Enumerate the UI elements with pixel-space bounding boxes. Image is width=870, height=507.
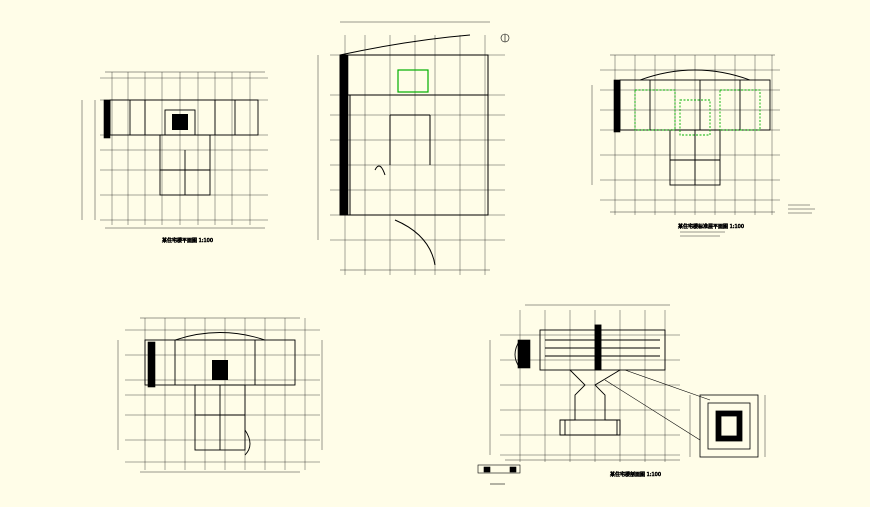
caption-plan-top-right: 某住宅楼标准层平面图 1:100 [678,223,744,230]
hatched-block [517,339,531,369]
legend-notes [788,204,815,214]
plan-top-left: 某住宅楼平面图 1:100 [81,71,268,244]
plan-bottom-left [117,317,323,473]
plan-top-center [317,21,510,275]
dimension-ticks [117,317,323,473]
grid-lines [500,310,680,462]
north-arrow-icon [500,33,510,43]
hatched-wall [339,54,349,216]
stair-core [172,114,188,130]
grid-lines [100,72,268,225]
walls [619,69,771,186]
stair-core [212,360,228,380]
plan-top-right: 某住宅楼标准层平面图 1:100 [591,54,815,237]
hatched-wall [103,99,111,139]
detail-leader-line [624,369,711,401]
hatched-wall [613,79,621,133]
grid-lines [330,35,505,275]
dimension-ticks [591,54,775,213]
dimension-ticks [81,71,265,229]
highlighted-room [397,69,429,93]
detail-leader-line [604,379,701,441]
detail-callout [689,394,766,458]
caption-subtext-lines [680,231,725,237]
caption-plan-top-left: 某住宅楼平面图 1:100 [162,237,213,244]
dimension-ticks [489,304,680,461]
grid-lines [125,318,320,470]
hatched-wall [147,341,156,388]
highlighted-zones [634,89,761,136]
caption-plan-bottom-right: 某住宅楼剖面图 1:100 [610,471,661,478]
walls [514,324,666,436]
walls [144,332,296,456]
plan-bottom-right: 某住宅楼剖面图 1:100 [477,304,766,485]
section-detail-small [477,464,521,485]
dimension-ticks [317,21,490,271]
